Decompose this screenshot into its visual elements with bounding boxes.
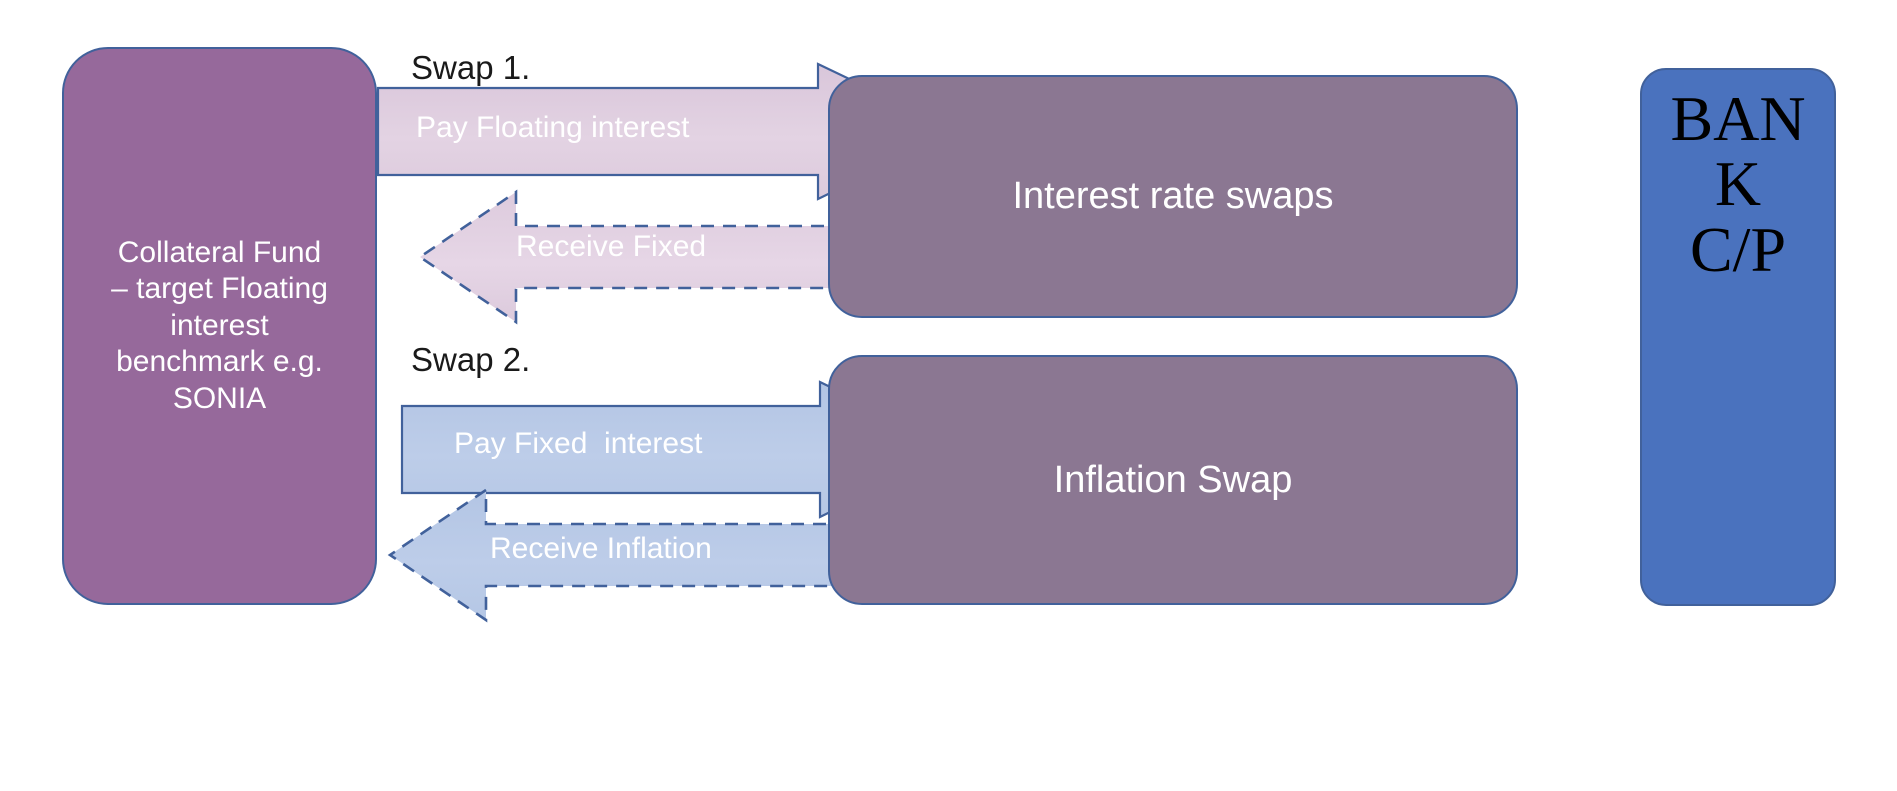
entity-collateral-fund[interactable]: Collateral Fund – target Floating intere… <box>62 47 377 605</box>
swap-1-caption: Swap 1. <box>411 49 531 86</box>
entity-inflation-swap-label: Inflation Swap <box>1053 458 1293 501</box>
swap-2-caption: Swap 2. <box>411 341 531 378</box>
entity-inflation-swap[interactable]: Inflation Swap <box>828 355 1518 605</box>
entity-bank-counterparty[interactable]: BAN K C/P <box>1640 68 1836 606</box>
entity-collateral-fund-label: Collateral Fund – target Floating intere… <box>111 235 328 415</box>
left-arrow-icon <box>387 487 982 623</box>
entity-interest-rate-swaps[interactable]: Interest rate swaps <box>828 75 1518 318</box>
entity-bank-counterparty-label: BAN K C/P <box>1670 83 1806 285</box>
entity-interest-rate-swaps-label: Interest rate swaps <box>1012 175 1334 218</box>
